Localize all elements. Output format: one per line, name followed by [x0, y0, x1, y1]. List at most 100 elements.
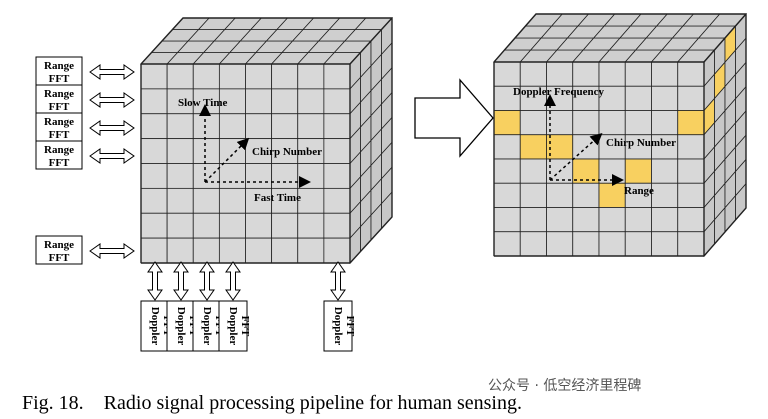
slow-time-label: Slow Time [178, 97, 228, 109]
cube-front-cell [546, 182, 574, 208]
cube-front-cell [218, 163, 246, 189]
cube-front-cell [677, 134, 705, 160]
cube-front-cell [218, 138, 246, 164]
cube-front-cell [624, 61, 652, 87]
cube-front-cell [572, 110, 600, 136]
cube-front-cell [677, 182, 705, 208]
cube-front-cell [572, 182, 600, 208]
cube-front-cell [297, 63, 325, 90]
double-arrow-icon [225, 261, 241, 301]
highlighted-front-cell [624, 158, 652, 184]
highlighted-front-cell [519, 134, 547, 160]
cube-front-cell [271, 113, 299, 140]
cube-front-cell [140, 138, 168, 164]
cube-front-cell [297, 212, 325, 239]
double-arrow-icon [199, 261, 215, 301]
svg-text:FFT: FFT [49, 101, 70, 113]
cube-front-cell [323, 88, 351, 115]
cube-front-cell [245, 63, 273, 90]
cube-front-cell [245, 113, 273, 140]
cube-front-cell [218, 63, 246, 90]
svg-text:Range: Range [44, 116, 74, 128]
cube-front-cell [271, 138, 299, 164]
cube-front-cell [677, 158, 705, 184]
cube-front-cell [624, 182, 652, 208]
cube-front-cell [651, 231, 679, 257]
right-cube-axes [544, 94, 624, 186]
cube-front-cell [140, 163, 168, 189]
cube-front-cell [192, 113, 220, 140]
cube-front-cell [218, 187, 246, 214]
cube-front-cell [166, 163, 194, 189]
cube-front-cell [519, 158, 547, 184]
cube-front-cell [297, 163, 325, 189]
cube-front-cell [651, 85, 679, 111]
cube-front-cell [598, 85, 626, 111]
cube-front-cell [297, 88, 325, 115]
cube-front-cell [546, 231, 574, 257]
cube-front-cell [245, 163, 273, 189]
svg-text:FFT: FFT [49, 73, 70, 85]
cube-front-cell [140, 212, 168, 239]
cube-front-cell [519, 182, 547, 208]
svg-text:Doppler: Doppler [149, 307, 161, 346]
left-cube-axes [199, 104, 311, 188]
cube-front-cell [651, 110, 679, 136]
cube-front-cell [218, 212, 246, 239]
cube-front-cell [651, 134, 679, 160]
cube-front-cell [493, 61, 521, 87]
cube-front-cell [166, 212, 194, 239]
cube-front-cell [218, 237, 246, 264]
double-arrow-icon [89, 243, 135, 259]
svg-text:FFT: FFT [49, 157, 70, 169]
cube-front-cell [493, 231, 521, 257]
cube-front-cell [493, 207, 521, 233]
range-label: Range [624, 185, 654, 197]
cube-front-cell [166, 113, 194, 140]
cube-front-cell [651, 182, 679, 208]
double-arrow-icon [89, 148, 135, 164]
cube-front-cell [323, 138, 351, 164]
cube-front-cell [271, 212, 299, 239]
svg-text:FFT: FFT [49, 129, 70, 141]
fast-time-label: Fast Time [254, 192, 301, 204]
cube-front-cell [271, 63, 299, 90]
cube-front-cell [166, 237, 194, 264]
cube-front-cell [297, 237, 325, 264]
cube-front-cell [651, 61, 679, 87]
cube-front-cell [245, 88, 273, 115]
cube-front-cell [323, 237, 351, 264]
double-arrow-icon [330, 261, 346, 301]
cube-front-cell [624, 207, 652, 233]
highlighted-front-cell [572, 158, 600, 184]
cube-front-cell [271, 163, 299, 189]
cube-front-cell [598, 231, 626, 257]
figure-caption: Fig. 18. Radio signal processing pipelin… [22, 392, 522, 414]
cube-front-cell [624, 134, 652, 160]
cube-front-cell [651, 207, 679, 233]
cube-front-cell [166, 187, 194, 214]
cube-front-cell [519, 231, 547, 257]
cube-front-cell [519, 61, 547, 87]
cube-front-cell [323, 63, 351, 90]
cube-front-cell [493, 158, 521, 184]
svg-text:Range: Range [44, 60, 74, 72]
cube-front-cell [598, 61, 626, 87]
cube-front-cell [245, 237, 273, 264]
cube-front-cell [546, 61, 574, 87]
cube-front-cell [323, 163, 351, 189]
cube-front-cell [572, 61, 600, 87]
svg-text:Doppler: Doppler [227, 307, 239, 346]
double-arrow-icon [89, 64, 135, 80]
cube-front-cell [651, 158, 679, 184]
cube-front-cell [245, 187, 273, 214]
cube-front-cell [140, 63, 168, 90]
cube-front-cell [140, 187, 168, 214]
